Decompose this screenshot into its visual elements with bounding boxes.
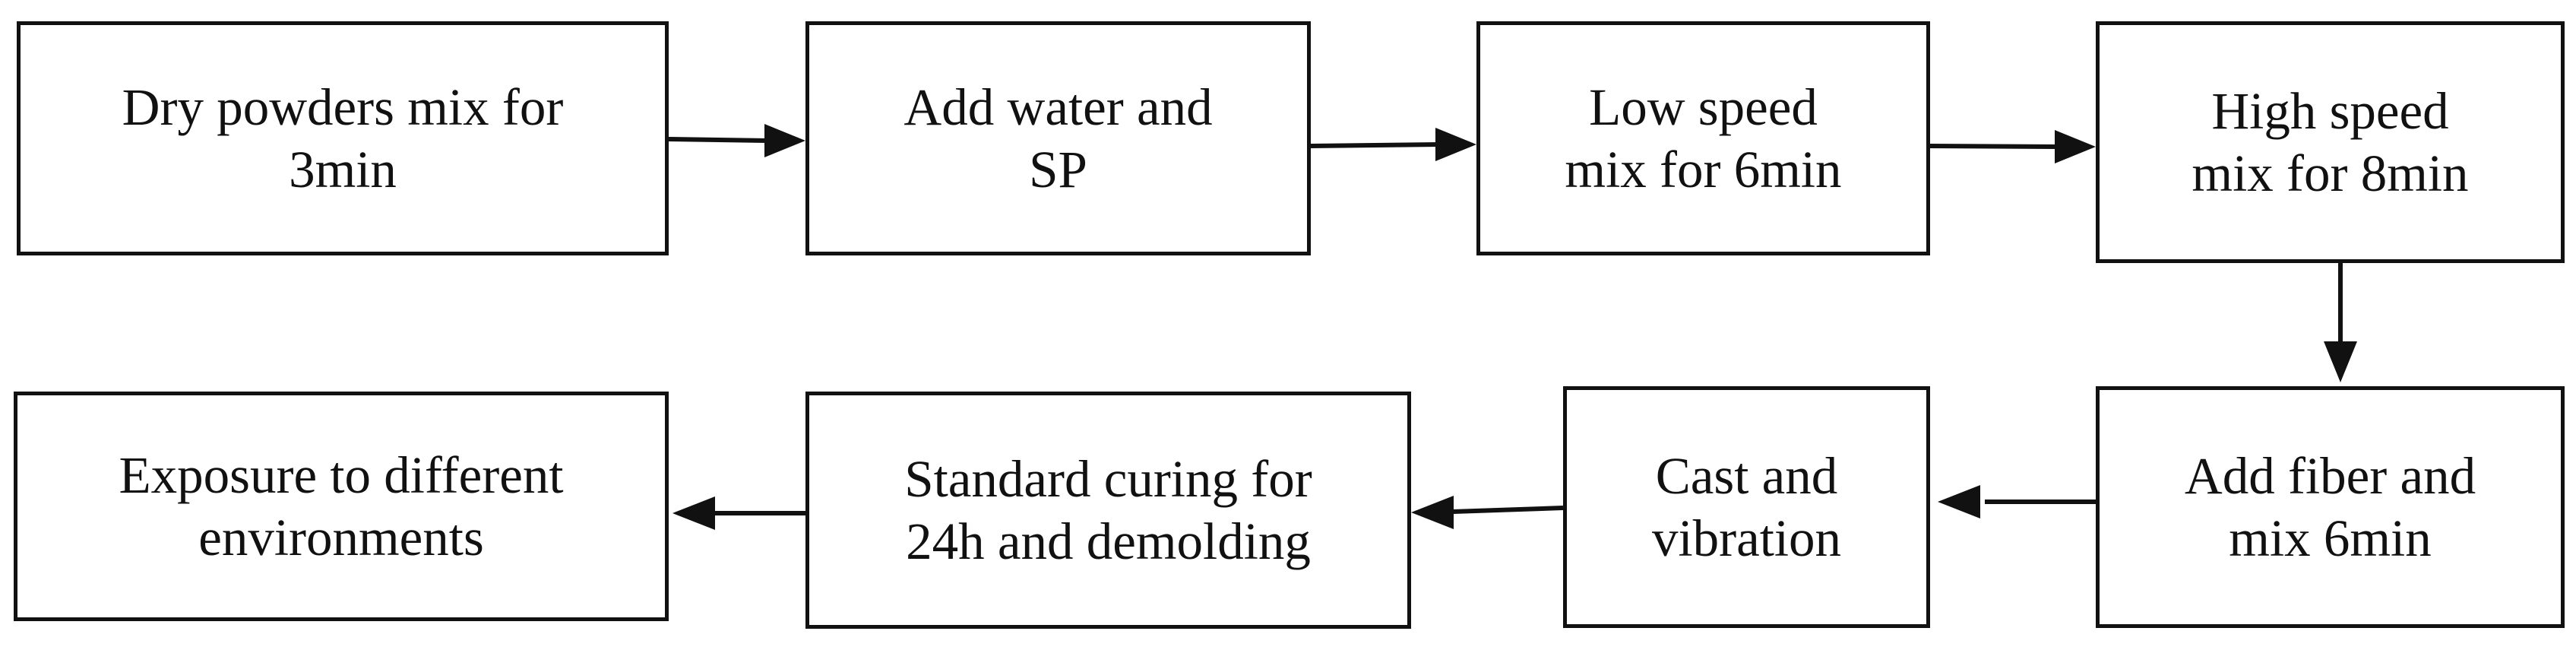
step-label-line-2: environments	[198, 509, 484, 566]
step-label-line-2: mix for 8min	[2191, 144, 2469, 202]
step-label-line-1: Add fiber and	[2184, 447, 2476, 505]
step-label-line-2: 24h and demolding	[906, 512, 1311, 570]
step-label-line-1: High speed	[2211, 82, 2449, 140]
step-label-line-2: mix 6min	[2229, 509, 2432, 567]
step-exposure-to-environments: Exposure to different environments	[14, 392, 669, 621]
step-label-line-1: Add water and	[903, 78, 1213, 136]
step-label: Dry powders mix for 3min	[122, 76, 564, 201]
arrow-step2-to-step3	[1310, 142, 1439, 148]
arrowhead-step5	[2324, 341, 2357, 382]
step-label-line-2: 3min	[289, 141, 397, 198]
arrowhead-step2	[764, 124, 805, 157]
step-label-line-1: Standard curing for	[904, 450, 1312, 508]
arrowhead-step3	[1435, 128, 1476, 161]
step-add-water-and-sp: Add water and SP	[805, 21, 1311, 255]
arrow-step1-to-step2	[668, 137, 768, 143]
arrowhead-step8	[672, 496, 715, 530]
arrowhead-step6	[1938, 485, 1980, 519]
step-standard-curing: Standard curing for 24h and demolding	[805, 392, 1411, 629]
step-label-line-2: vibration	[1651, 509, 1842, 567]
arrowhead-step7	[1411, 496, 1454, 529]
step-label-line-1: Dry powders mix for	[122, 78, 564, 136]
step-label: Standard curing for 24h and demolding	[904, 448, 1312, 572]
arrowhead-step4	[2055, 130, 2096, 163]
step-cast-and-vibration: Cast and vibration	[1563, 386, 1930, 628]
step-add-fiber-and-mix: Add fiber and mix 6min	[2096, 386, 2565, 628]
step-low-speed-mix: Low speed mix for 6min	[1476, 21, 1930, 255]
step-label: Add fiber and mix 6min	[2185, 445, 2476, 569]
step-label-line-1: Low speed	[1589, 78, 1818, 136]
step-high-speed-mix: High speed mix for 8min	[2096, 21, 2565, 263]
step-label-line-2: SP	[1029, 141, 1087, 198]
step-label: Low speed mix for 6min	[1565, 76, 1841, 201]
step-label: Cast and vibration	[1652, 445, 1841, 569]
step-label-line-2: mix for 6min	[1565, 141, 1842, 198]
step-label: Add water and SP	[903, 76, 1212, 201]
arrow-step3-to-step4	[1929, 144, 2059, 149]
step-dry-powders-mix: Dry powders mix for 3min	[17, 21, 669, 255]
step-label-line-1: Cast and	[1655, 447, 1838, 505]
step-label-line-1: Exposure to different	[119, 446, 564, 504]
step-label: Exposure to different environments	[119, 444, 563, 569]
arrow-step6-to-step7	[1452, 506, 1564, 514]
step-label: High speed mix for 8min	[2191, 80, 2468, 205]
